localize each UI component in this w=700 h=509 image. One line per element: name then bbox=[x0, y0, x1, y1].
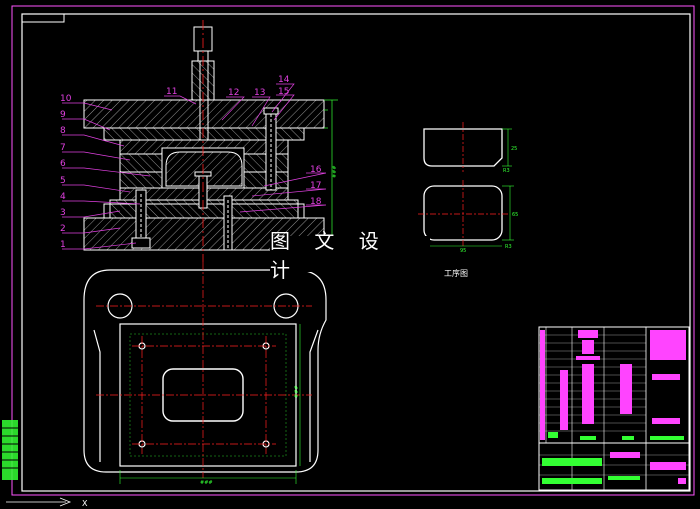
part-numbers-left: 10 9 8 7 6 5 4 3 2 1 bbox=[60, 94, 72, 250]
process-drawing-label: 工序图 bbox=[444, 269, 468, 278]
part-number: 10 bbox=[60, 94, 72, 104]
part-leaders-left bbox=[62, 102, 151, 250]
part-number: 16 bbox=[310, 165, 322, 175]
part-number: 14 bbox=[278, 75, 290, 85]
part-number: 9 bbox=[60, 110, 66, 120]
part-number: 7 bbox=[60, 143, 66, 153]
plan-height-dimension: ### bbox=[294, 385, 300, 398]
part-numbers-right: 11 12 13 14 15 16 17 18 bbox=[166, 75, 322, 207]
title-block bbox=[538, 326, 690, 491]
part-height-dimension: 65 bbox=[512, 212, 518, 218]
ucs-axis-icon: X bbox=[6, 497, 88, 508]
die-plan-view bbox=[83, 269, 327, 473]
process-part-front-view bbox=[418, 180, 514, 247]
part-number: 12 bbox=[228, 88, 239, 98]
part-number: 11 bbox=[166, 87, 177, 97]
die-section-view bbox=[83, 26, 325, 251]
svg-text:X: X bbox=[82, 499, 88, 508]
plan-centerlines bbox=[96, 262, 312, 478]
part-number: 5 bbox=[60, 176, 66, 186]
part-radius-dimension: R3 bbox=[505, 244, 512, 250]
section-height-label: ### bbox=[332, 165, 338, 178]
part-leaders-right bbox=[164, 83, 327, 213]
plan-width-dimension: ### bbox=[200, 480, 213, 486]
part-height-dimension: 25 bbox=[511, 146, 517, 152]
part-number: 3 bbox=[60, 208, 66, 218]
part-number: 17 bbox=[310, 181, 321, 191]
part-number: 2 bbox=[60, 224, 66, 234]
part-number: 18 bbox=[310, 197, 322, 207]
sheet-border bbox=[11, 5, 695, 496]
part-number: 4 bbox=[60, 192, 66, 202]
part-number: 8 bbox=[60, 126, 66, 136]
watermark-text: 图 文 设 计 bbox=[270, 229, 430, 282]
part-number: 1 bbox=[60, 240, 66, 250]
part-width-dimension: 95 bbox=[460, 248, 466, 254]
part-number: 15 bbox=[278, 87, 289, 97]
plan-dimensions bbox=[119, 324, 301, 484]
part-number: 13 bbox=[254, 88, 265, 98]
part-radius-dimension: R3 bbox=[503, 168, 510, 174]
left-margin-marks bbox=[2, 420, 18, 480]
process-part-top-view bbox=[423, 122, 512, 172]
part-number: 6 bbox=[60, 159, 66, 169]
